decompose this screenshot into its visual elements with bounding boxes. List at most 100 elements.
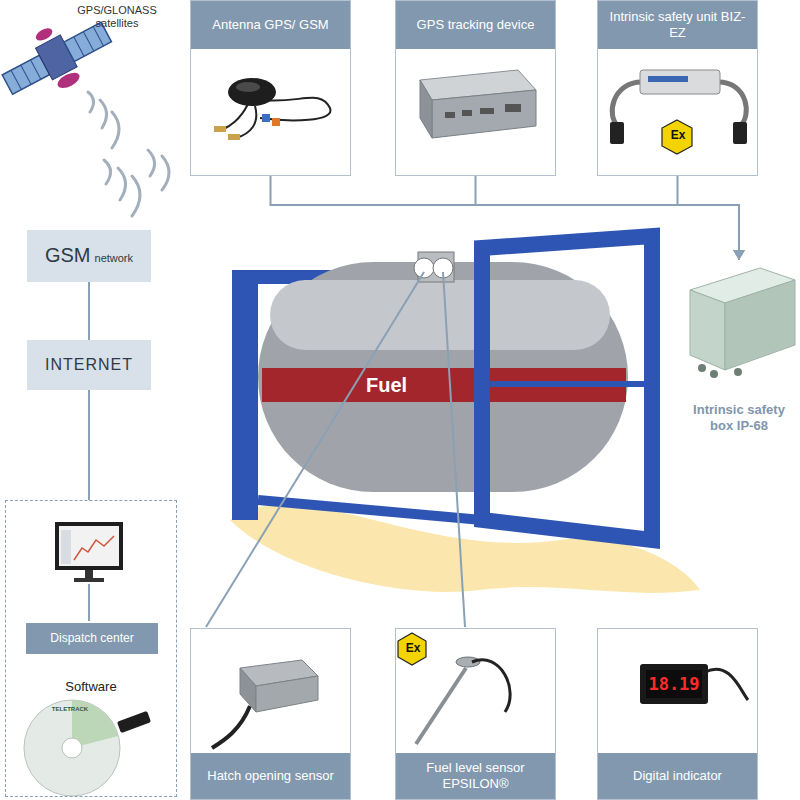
- satellite-part: [30, 60, 40, 79]
- tank-illustration-part: [232, 270, 258, 520]
- signal-waves: [88, 92, 169, 216]
- antenna-image: [214, 78, 331, 140]
- signal-waves-part: [112, 112, 119, 148]
- device-panel: GPS tracking device: [395, 0, 556, 176]
- tank-illustration: [230, 236, 700, 593]
- antenna-image-part: [236, 106, 256, 138]
- satellite-part: [11, 70, 21, 89]
- tracking-device-image-part: [505, 104, 521, 112]
- monitor-image-part: [55, 522, 123, 570]
- safety-unit-image: [610, 70, 747, 154]
- text-label: TELETRACK: [40, 706, 100, 713]
- safety-box-image-part: [725, 280, 795, 370]
- text-label: Fuel: [366, 373, 426, 397]
- signal-waves-part: [132, 176, 140, 216]
- signal-waves-part: [148, 150, 155, 176]
- monitor-image-part: [59, 526, 119, 566]
- satellite-part: [55, 69, 82, 91]
- connector: [678, 176, 746, 260]
- monitor-image-part: [88, 584, 90, 621]
- safety-box-image-part: [690, 290, 725, 370]
- signal-waves-part: [100, 100, 107, 128]
- node-text: Dispatch center: [44, 631, 139, 645]
- level-sensor-image-part: [398, 633, 426, 665]
- safety-box-image: [690, 268, 795, 378]
- connector-line: [88, 282, 90, 340]
- tracking-device-image-part: [420, 80, 432, 138]
- satellite-part: [21, 65, 31, 84]
- safety-box-image-part: [710, 370, 718, 378]
- arrow-head: [733, 250, 745, 260]
- antenna-image-part: [228, 78, 276, 106]
- software-cd-image: [24, 700, 151, 796]
- indicator-image-part: [705, 669, 748, 700]
- network-box: INTERNET: [27, 340, 151, 390]
- indicator-image-part: [640, 664, 708, 704]
- panel-header: Fuel level sensor EPSILON®: [396, 753, 555, 799]
- signal-waves-part: [118, 168, 126, 200]
- safety-unit-image-part: [640, 70, 720, 94]
- connector: [271, 176, 746, 260]
- indicator-image: [640, 664, 748, 704]
- tracking-device-image-part: [462, 110, 472, 116]
- connector-line: [678, 176, 740, 260]
- leader-lines-part: [206, 272, 424, 627]
- device-panel: Digital indicator: [597, 628, 758, 800]
- node-text: Fuel level sensor EPSILON®: [396, 760, 555, 791]
- panel-header: GPS tracking device: [396, 1, 555, 49]
- panel-header: Digital indicator: [598, 753, 757, 799]
- connector-line: [476, 176, 740, 260]
- node-text: Antenna GPS/ GSM: [206, 17, 334, 33]
- connector-line: [271, 176, 740, 260]
- connector: [89, 390, 90, 500]
- safety-unit-image-part: [718, 82, 746, 126]
- level-sensor-image-part: [472, 660, 510, 712]
- tank-illustration-part: [482, 236, 652, 540]
- safety-box: Intrinsic safety box IP-68: [682, 262, 796, 440]
- safety-unit-image-part: [612, 82, 642, 126]
- network-box: GSM network: [27, 230, 151, 282]
- level-sensor-image: [398, 633, 510, 744]
- safety-box-image-part: [698, 364, 706, 372]
- arrow-head: [733, 250, 745, 260]
- monitor-image-part: [74, 536, 114, 560]
- satellite-part: [93, 27, 103, 46]
- antenna-image-part: [262, 114, 270, 122]
- satellite-part: [83, 32, 93, 51]
- node-text: Intrinsic safety box IP-68: [682, 402, 796, 433]
- antenna-image-part: [236, 82, 260, 92]
- panel-header: Antenna GPS/ GSM: [191, 1, 350, 49]
- signal-waves-part: [104, 160, 111, 184]
- satellite-part: [74, 37, 84, 56]
- node-text: GPS tracking device: [411, 17, 541, 33]
- tank-illustration-part: [482, 381, 652, 387]
- monitor-image-part: [85, 570, 93, 578]
- safety-unit-image-part: [648, 76, 688, 82]
- node-text: network: [95, 252, 134, 265]
- antenna-image-part: [214, 126, 226, 132]
- safety-box-image-part: [734, 368, 742, 376]
- monitor-image-part: [61, 530, 71, 564]
- arrow-head: [733, 250, 745, 260]
- node-text: Digital indicator: [627, 768, 728, 784]
- hatch-sensor-image: [212, 660, 318, 748]
- signal-waves-part: [162, 156, 169, 190]
- text-label: Ex: [402, 641, 424, 655]
- text-label: 18.19: [646, 674, 702, 694]
- monitor-image-part: [74, 578, 104, 582]
- connector: [89, 282, 90, 340]
- device-panel: Intrinsic safety unit BIZ-EZ: [597, 0, 758, 176]
- tracking-device-image-part: [445, 112, 455, 118]
- satellite-part: [34, 26, 55, 43]
- safety-unit-image-part: [733, 122, 747, 144]
- node-text: Software: [6, 679, 176, 695]
- hatch-sensor-image-part: [212, 706, 250, 748]
- antenna-image-part: [272, 118, 280, 126]
- hatch-sensor-image-part: [240, 668, 256, 712]
- antenna-image-part: [260, 98, 331, 121]
- node-text: GSM: [45, 243, 91, 267]
- connector: [476, 176, 746, 260]
- tank-illustration-part: [258, 500, 482, 520]
- software-cd-image-part: [117, 711, 151, 733]
